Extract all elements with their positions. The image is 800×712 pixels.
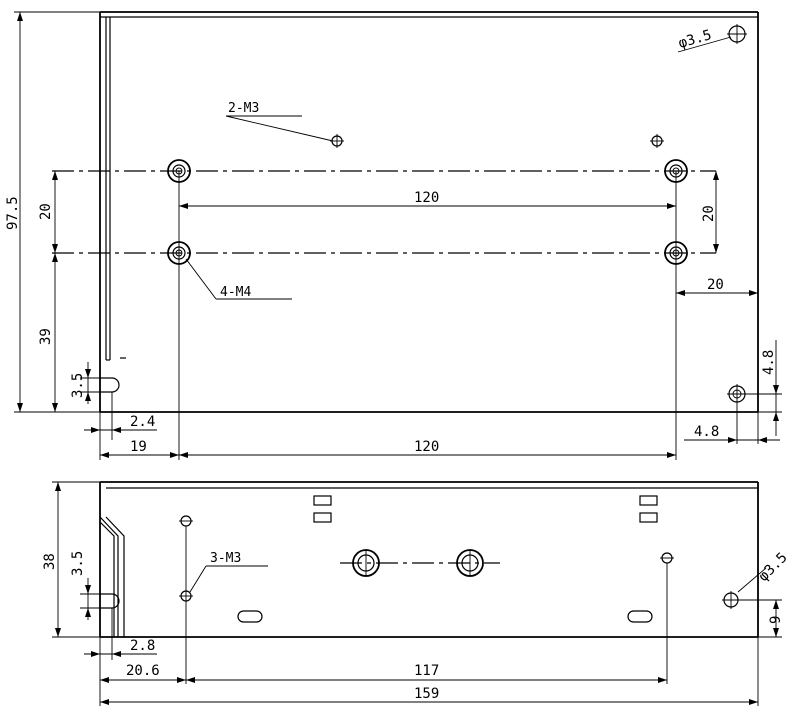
dim-right-bottom: 4.8 — [694, 424, 719, 440]
dim-side-height: 38 — [42, 553, 58, 570]
dim-left-edge: 19 — [130, 439, 147, 455]
side-view-outline — [99, 481, 759, 638]
callout-m4: 4-M4 — [220, 285, 251, 300]
top-view-outline — [99, 11, 759, 413]
mount-hole-top-right — [727, 24, 747, 44]
callout-m3-top: 2-M3 — [228, 101, 259, 116]
side-large-hole-1 — [352, 549, 380, 577]
dim-side-hole-span: 117 — [414, 663, 439, 679]
dim-height-total: 97.5 — [5, 196, 21, 230]
m3-holes-top — [330, 134, 664, 148]
dim-bottom-span: 120 — [414, 439, 439, 455]
top-dimension-lines — [14, 11, 782, 460]
top-left-slot — [100, 377, 120, 393]
dim-side-slot-height: 3.5 — [70, 551, 86, 576]
dim-side-slot-offset: 2.8 — [130, 638, 155, 654]
dim-right-pitch: 20 — [701, 205, 717, 222]
m3-holes-side — [179, 515, 674, 602]
side-large-hole-2 — [456, 549, 484, 577]
side-large-holes — [352, 549, 484, 577]
dim-side-total-length: 159 — [414, 686, 439, 702]
dim-side-left-edge: 20.6 — [126, 663, 160, 679]
m4-holes — [167, 159, 688, 265]
dim-left-lower: 39 — [38, 328, 54, 345]
dim-right-vertical: 4.8 — [761, 350, 777, 375]
callout-hole-dia-side: φ3.5 — [756, 550, 791, 585]
dim-left-upper: 20 — [38, 203, 54, 220]
callout-hole-dia-top: φ3.5 — [677, 27, 714, 52]
top-mount-holes — [727, 24, 747, 404]
dim-slot-height: 3.5 — [70, 373, 86, 398]
side-vents — [313, 495, 658, 523]
top-center-lines — [52, 170, 716, 254]
top-callouts — [185, 36, 732, 300]
side-oval-slots — [237, 610, 653, 623]
m3-hole-top-2 — [650, 134, 664, 148]
m3-hole-side-1 — [179, 515, 193, 527]
m3-hole-side-3 — [660, 552, 674, 564]
top-view: 97.5 20 39 20 120 20 4.8 3.5 2.4 19 120 … — [5, 11, 782, 460]
callout-m3-side: 3-M3 — [210, 551, 241, 566]
top-arrows — [17, 12, 779, 458]
side-arrows — [55, 482, 779, 705]
side-view: 38 3.5 2.8 20.6 117 159 9 3-M3 φ3.5 — [42, 481, 791, 706]
dim-hole-span: 120 — [414, 190, 439, 206]
dim-right-offset: 20 — [707, 277, 724, 293]
side-left-slot — [100, 593, 120, 609]
dim-slot-offset: 2.4 — [130, 414, 155, 430]
side-callouts — [189, 565, 767, 593]
dim-side-right-vertical: 9 — [768, 616, 784, 624]
